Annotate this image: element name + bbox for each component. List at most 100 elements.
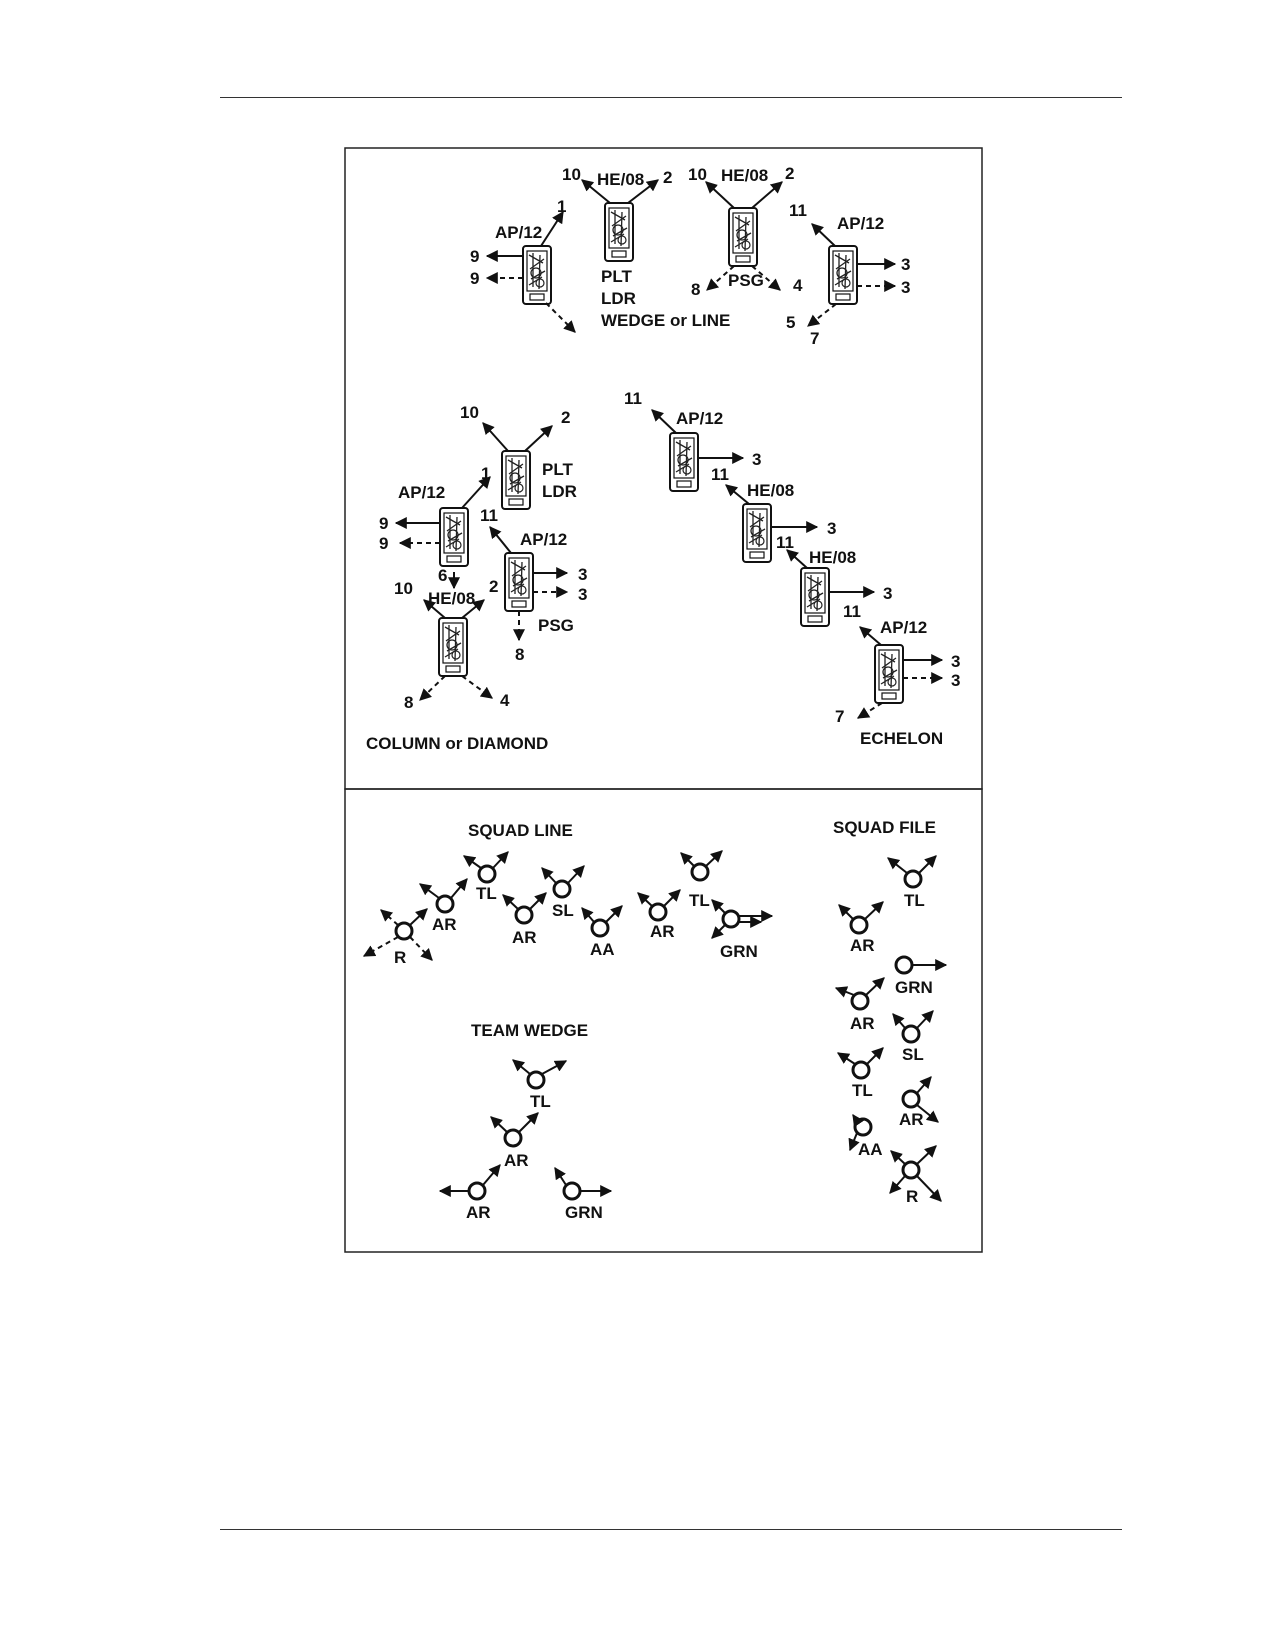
column-or-diamond-labels: 10 2 PLT LDR AP/12 1 9 9 6 11 AP/12 3 3 … (366, 403, 587, 753)
wedge-or-line-labels: AP/12 1 9 9 10 HE/08 2 PLT LDR WEDGE or … (470, 164, 910, 348)
sl-member-ar-1: AR (432, 915, 457, 934)
sl-member-sl: SL (552, 901, 574, 920)
echelon-caption: ECHELON (860, 729, 943, 748)
echelon-vehicle-1 (651, 409, 745, 492)
col-lead-role2: LDR (542, 482, 577, 501)
col-left-n9a: 9 (379, 514, 388, 533)
wedge-veh2-role1: PLT (601, 267, 632, 286)
wedge-veh3-n4: 4 (793, 276, 803, 295)
wedge-veh1-n9a: 9 (470, 247, 479, 266)
squad-line-title: SQUAD LINE (468, 821, 573, 840)
wedge-caption: WEDGE or LINE (601, 311, 730, 330)
wedge-veh3-n10: 10 (688, 165, 707, 184)
tw-member-tl: TL (530, 1092, 551, 1111)
col-right-n3a: 3 (578, 565, 587, 584)
wedge-veh2-n10: 10 (562, 165, 581, 184)
sf-member-tl-1: TL (904, 891, 925, 910)
sf-member-sl: SL (902, 1045, 924, 1064)
col-left-n6: 6 (438, 566, 447, 585)
tw-member-ar-1: AR (504, 1151, 529, 1170)
col-rear-n4: 4 (500, 691, 510, 710)
col-right-n11: 11 (480, 506, 498, 525)
col-rear-type: HE/08 (428, 589, 475, 608)
col-left-n1: 1 (481, 464, 490, 483)
col-right-n8: 8 (515, 645, 524, 664)
wedge-vehicle-4 (807, 223, 897, 327)
wedge-veh2-role2: LDR (601, 289, 636, 308)
column-rear-vehicle (419, 599, 493, 701)
echelon-vehicle-4 (856, 626, 944, 719)
wedge-veh3-role: PSG (728, 271, 764, 290)
squad-line-soldiers (362, 850, 774, 961)
wedge-veh2-type: HE/08 (597, 170, 644, 189)
sl-member-tl-2: TL (689, 891, 710, 910)
bottom-rule (220, 1529, 1122, 1530)
wedge-veh1-type: AP/12 (495, 223, 542, 242)
col-lead-role1: PLT (542, 460, 573, 479)
col-right-type: AP/12 (520, 530, 567, 549)
tw-member-grn: GRN (565, 1203, 603, 1222)
ech-v4-type: AP/12 (880, 618, 927, 637)
wedge-veh3-type: HE/08 (721, 166, 768, 185)
ech-v4-n3b: 3 (951, 671, 960, 690)
column-right-vehicle (489, 526, 569, 642)
sf-member-ar-2: AR (850, 1014, 875, 1033)
col-left-n9b: 9 (379, 534, 388, 553)
ech-v4-n11: 11 (843, 602, 861, 621)
ech-v1-n3: 3 (752, 450, 761, 469)
squad-file-title: SQUAD FILE (833, 818, 936, 837)
ech-v3-n11: 11 (776, 533, 794, 552)
wedge-veh1-n9b: 9 (470, 269, 479, 288)
ech-v4-n3a: 3 (951, 652, 960, 671)
top-rule (220, 97, 1122, 98)
ech-v2-type: HE/08 (747, 481, 794, 500)
squad-line-labels: SQUAD LINE R AR TL AR SL AA AR TL GRN (394, 821, 758, 967)
wedge-veh4-n3a: 3 (901, 255, 910, 274)
wedge-veh1-n1: 1 (557, 197, 566, 216)
ech-v4-n7: 7 (835, 707, 844, 726)
ech-v1-n11: 11 (624, 389, 642, 408)
col-left-type: AP/12 (398, 483, 445, 502)
sl-member-tl-1: TL (476, 884, 497, 903)
wedge-veh4-n11: 11 (789, 201, 807, 220)
ech-v2-n11: 11 (711, 465, 729, 484)
sl-member-ar-3: AR (650, 922, 675, 941)
wedge-vehicle-2 (581, 179, 659, 262)
wedge-veh4-type: AP/12 (837, 214, 884, 233)
col-rear-n2: 2 (489, 577, 498, 596)
sl-member-r: R (394, 948, 406, 967)
sf-member-tl-2: TL (852, 1081, 873, 1100)
wedge-vehicle-3 (705, 181, 783, 291)
ech-v3-type: HE/08 (809, 548, 856, 567)
ech-v2-n3: 3 (827, 519, 836, 538)
squad-file-soldiers (834, 855, 948, 1202)
echelon-vehicle-3 (786, 549, 876, 627)
col-right-n3b: 3 (578, 585, 587, 604)
sl-member-ar-2: AR (512, 928, 537, 947)
wedge-veh4-n5: 5 (786, 313, 795, 332)
sf-member-aa: AA (858, 1140, 883, 1159)
col-lead-n2: 2 (561, 408, 570, 427)
column-lead-vehicle (482, 422, 553, 510)
sf-member-ar-3: AR (899, 1110, 924, 1129)
col-rear-n8: 8 (404, 693, 413, 712)
wedge-veh4-n3b: 3 (901, 278, 910, 297)
col-lead-n10: 10 (460, 403, 479, 422)
ech-v1-type: AP/12 (676, 409, 723, 428)
squad-file-labels: SQUAD FILE TL AR GRN AR SL TL AR AA R (833, 818, 936, 1206)
wedge-veh3-n2: 2 (785, 164, 794, 183)
team-wedge-labels: TEAM WEDGE TL AR AR GRN (466, 1021, 603, 1222)
column-caption: COLUMN or DIAMOND (366, 734, 548, 753)
team-wedge-soldiers (438, 1059, 613, 1201)
col-right-role: PSG (538, 616, 574, 635)
team-wedge-title: TEAM WEDGE (471, 1021, 588, 1040)
wedge-veh3-n8: 8 (691, 280, 700, 299)
col-rear-n10: 10 (394, 579, 413, 598)
wedge-vehicle-1 (485, 210, 576, 333)
bottom-panel (344, 788, 983, 1253)
sf-member-ar-1: AR (850, 936, 875, 955)
sl-member-aa: AA (590, 940, 615, 959)
column-left-vehicle (394, 476, 491, 590)
sf-member-grn: GRN (895, 978, 933, 997)
